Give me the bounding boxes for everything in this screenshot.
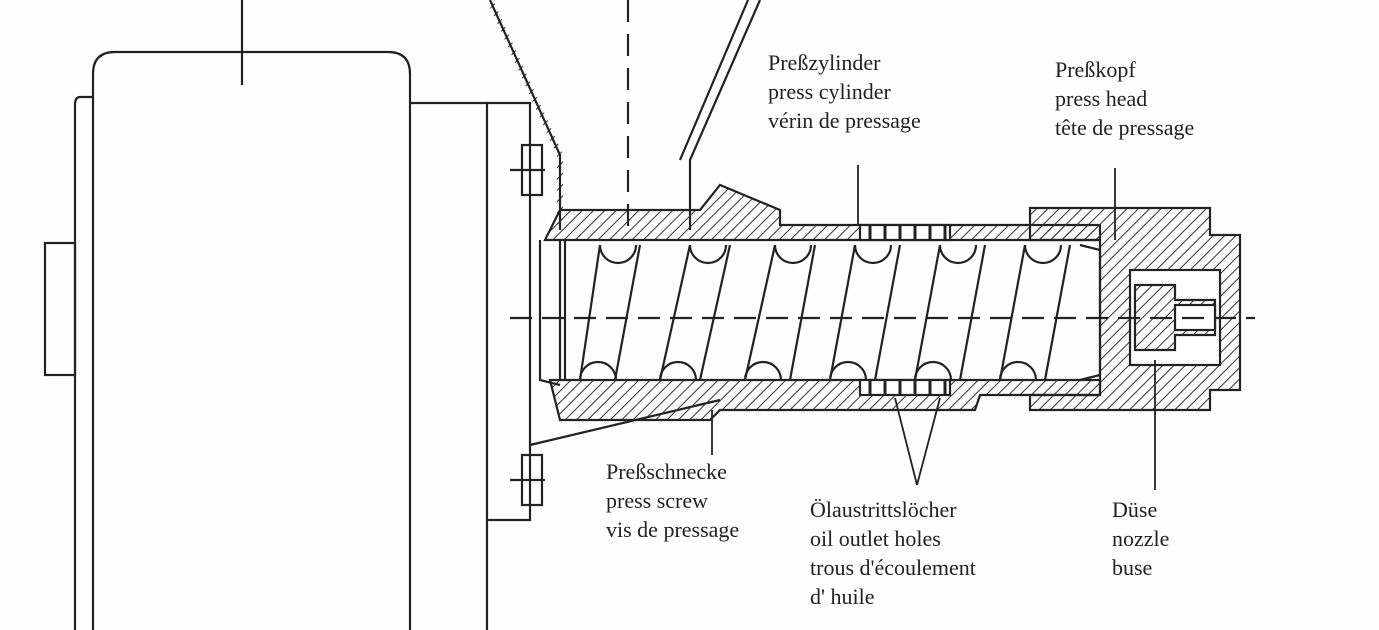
press-cylinder (538, 183, 1102, 422)
label-de: Düse (1112, 497, 1158, 522)
label-press-screw: Preßschnecke press screw vis de pressage (606, 457, 739, 544)
label-fr: trous d'écoulement (810, 555, 976, 580)
label-en: press screw (606, 488, 709, 513)
label-en: oil outlet holes (810, 526, 941, 551)
label-fr-2: d' huile (810, 584, 875, 609)
label-fr: vis de pressage (606, 517, 740, 542)
label-en: press cylinder (768, 79, 891, 104)
label-press-head: Preßkopf press head tête de pressage (1055, 55, 1194, 142)
label-de: Preßschnecke (606, 459, 727, 484)
oil-outlet-holes (868, 226, 947, 395)
label-de: Preßkopf (1055, 57, 1136, 82)
label-fr: tête de pressage (1055, 115, 1195, 140)
label-de: Preßzylinder (768, 50, 881, 75)
label-fr: buse (1112, 555, 1153, 580)
label-nozzle: Düse nozzle buse (1112, 495, 1169, 582)
label-press-cylinder: Preßzylinder press cylinder vérin de pre… (768, 48, 921, 135)
label-oil-outlet-holes: Ölaustrittslöcher oil outlet holes trous… (810, 495, 976, 611)
motor-body (43, 0, 721, 630)
leader-lines (711, 165, 1156, 490)
label-en: press head (1055, 86, 1148, 111)
press-head (1028, 206, 1242, 412)
label-de: Ölaustrittslöcher (810, 497, 957, 522)
hopper (487, 0, 762, 235)
press-screw (558, 240, 1102, 382)
label-en: nozzle (1112, 526, 1170, 551)
label-fr: vérin de pressage (768, 108, 921, 133)
